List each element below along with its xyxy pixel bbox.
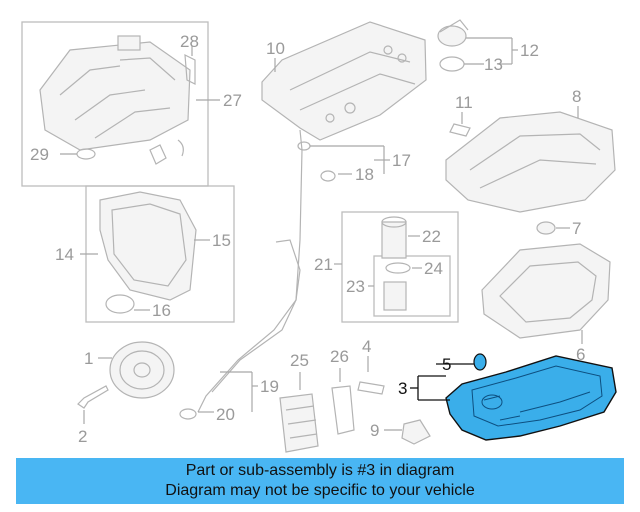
callout-5: 5 [442, 355, 451, 374]
highlighted-part-group: 5 3 [398, 353, 617, 441]
filter-oring-24-part [385, 262, 411, 274]
callout-4: 4 [362, 337, 371, 356]
banner-line-1: Part or sub-assembly is #3 in diagram [185, 462, 455, 479]
plug-7-part [536, 221, 556, 235]
upper-pan-group: 7 6 [481, 219, 611, 364]
callout-23: 23 [346, 277, 365, 296]
callout-9: 9 [370, 421, 379, 440]
dipstick-part [211, 129, 303, 393]
gasket-11-part [449, 123, 471, 137]
dipstick-tube-part [197, 239, 301, 413]
oring-18-part [320, 170, 336, 182]
intake-manifold-part [39, 41, 191, 151]
valve-cover-part [261, 21, 427, 141]
timing-cover-group: 14 15 16 [55, 185, 235, 323]
callout-7: 7 [572, 219, 581, 238]
callout-24: 24 [424, 259, 443, 278]
callout-13: 13 [484, 55, 503, 74]
callout-25: 25 [290, 351, 309, 370]
callout-1: 1 [84, 349, 93, 368]
intake-flange-part [117, 35, 141, 51]
dipstick-group: 17 18 19 20 [179, 129, 411, 424]
intake-manifold-group: 28 27 29 [21, 21, 242, 187]
callout-28: 28 [180, 32, 199, 51]
oring-20-part [179, 408, 197, 420]
filler-cap-part [437, 25, 467, 47]
gasket-28-part [184, 53, 196, 85]
oil-filter-frame [341, 211, 459, 323]
callout-20: 20 [216, 405, 235, 424]
callout-19: 19 [260, 377, 279, 396]
seal-16-part [105, 294, 135, 314]
sensor-9-part [401, 419, 431, 445]
banner-line-2: Diagram may not be specific to your vehi… [165, 482, 475, 499]
pulley-group: 1 2 [77, 341, 175, 446]
callout-29: 29 [30, 145, 49, 164]
crank-pulley-part [109, 341, 175, 399]
callout-2: 2 [78, 427, 87, 446]
callout-3: 3 [398, 379, 407, 398]
oring-29-part [76, 148, 96, 160]
callout-27: 27 [223, 91, 242, 110]
lower-oil-pan-part [445, 355, 617, 441]
oil-filter-group: 22 24 21 23 [314, 211, 459, 323]
cooler-group: 25 26 4 9 [279, 337, 431, 453]
part-4 [357, 381, 385, 395]
info-banner: Part or sub-assembly is #3 in diagram Di… [16, 458, 624, 504]
callout-21: 21 [314, 255, 333, 274]
baffle-group: 11 8 [445, 87, 616, 213]
filter-housing-part [381, 221, 407, 259]
callout-15: 15 [212, 231, 231, 250]
callout-8: 8 [572, 87, 581, 106]
callout-22: 22 [422, 227, 441, 246]
filter-element-part [383, 281, 407, 311]
callout-6: 6 [576, 345, 585, 364]
timing-cover-part [99, 191, 197, 301]
upper-oil-pan-part [481, 243, 611, 339]
callout-18: 18 [355, 165, 374, 184]
gasket-26-part [331, 385, 355, 435]
callout-26: 26 [330, 347, 349, 366]
pulley-bolt-part [77, 385, 109, 409]
baffle-part [445, 111, 616, 213]
drain-plug-5-part [473, 353, 487, 371]
filler-cap-group: 12 13 [437, 19, 539, 74]
callout-14: 14 [55, 245, 74, 264]
cap-seal-13-part [439, 56, 465, 72]
valve-cover-group: 10 [261, 21, 427, 141]
callout-11: 11 [455, 93, 473, 112]
callout-17: 17 [392, 151, 411, 170]
callout-12: 12 [520, 41, 539, 60]
callout-10: 10 [266, 39, 285, 58]
callout-16: 16 [152, 301, 171, 320]
